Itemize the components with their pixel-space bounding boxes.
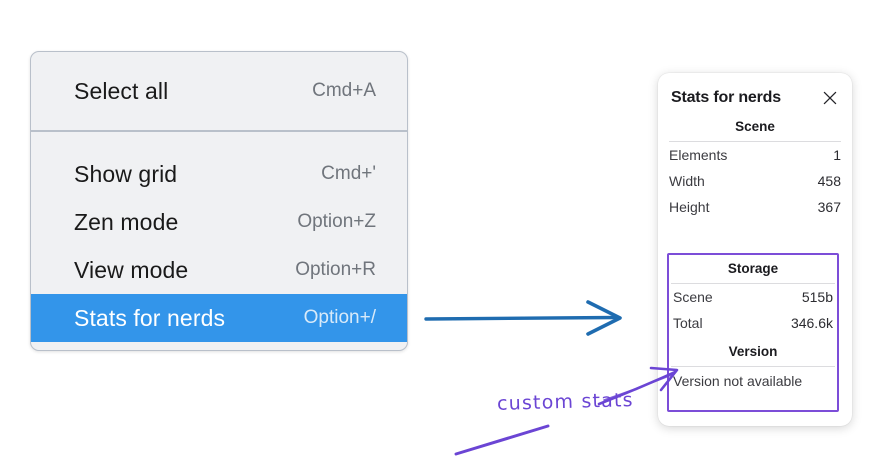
stat-value: 1: [833, 147, 841, 163]
version-text: Version not available: [673, 373, 803, 389]
stat-label: Total: [673, 315, 703, 331]
stats-for-nerds-panel[interactable]: Stats for nerds Scene Elements 1 Width 4…: [658, 73, 852, 426]
annotation-arrow-icon: [597, 366, 679, 406]
menu-item-label: View mode: [74, 256, 189, 283]
scene-divider: [669, 141, 841, 142]
menu-item-shortcut: Option+Z: [297, 211, 376, 232]
menu-item-shortcut: Option+/: [303, 307, 376, 328]
storage-divider: [671, 283, 835, 284]
stat-row-elements: Elements 1: [658, 142, 852, 168]
stat-row-storage-scene: Scene 515b: [667, 284, 839, 310]
section-heading-storage: Storage: [727, 261, 779, 276]
version-divider: [671, 366, 835, 367]
stat-label: Elements: [669, 147, 728, 163]
menu-item-select-all[interactable]: Select all Cmd+A: [31, 52, 407, 130]
panel-header: Stats for nerds: [658, 73, 852, 107]
menu-item-view-mode[interactable]: View mode Option+R: [31, 246, 407, 294]
menu-top-padding: [31, 132, 407, 150]
menu-item-label: Stats for nerds: [74, 304, 226, 331]
stat-label: Width: [669, 173, 705, 189]
stat-value: 346.6k: [790, 315, 833, 331]
custom-stats-content: Storage Scene 515b Total 346.6k Version …: [667, 253, 839, 395]
context-menu[interactable]: Select all Cmd+A Show grid Cmd+' Zen mod…: [30, 51, 408, 351]
stat-label: Height: [669, 199, 710, 215]
menu-item-label: Select all: [74, 77, 169, 104]
menu-item-label: Show grid: [74, 160, 178, 187]
stat-row-storage-total: Total 346.6k: [667, 310, 839, 336]
menu-item-shortcut: Cmd+A: [312, 80, 376, 101]
menu-item-shortcut: Option+R: [295, 259, 376, 280]
stat-value: 515b: [801, 289, 833, 305]
section-heading-scene: Scene: [735, 119, 775, 134]
flow-arrow-icon: [424, 300, 622, 336]
panel-title: Stats for nerds: [671, 89, 781, 106]
menu-separator: [31, 130, 407, 132]
stat-value: 458: [817, 173, 841, 189]
menu-item-show-grid[interactable]: Show grid Cmd+': [31, 150, 407, 198]
stat-label: Scene: [673, 289, 713, 305]
menu-group-secondary: Show grid Cmd+' Zen mode Option+Z View m…: [31, 132, 407, 342]
menu-item-zen-mode[interactable]: Zen mode Option+Z: [31, 198, 407, 246]
close-icon[interactable]: [821, 89, 839, 107]
menu-item-stats-for-nerds[interactable]: Stats for nerds Option+/: [31, 294, 407, 342]
menu-group-primary: Select all Cmd+A: [31, 52, 407, 130]
stat-value: 367: [817, 199, 841, 215]
section-heading-version: Version: [728, 344, 778, 359]
stat-row-height: Height 367: [658, 194, 852, 220]
annotation-underline-stroke: [454, 424, 550, 456]
menu-item-shortcut: Cmd+': [321, 163, 376, 184]
stat-row-width: Width 458: [658, 168, 852, 194]
menu-item-label: Zen mode: [74, 208, 179, 235]
